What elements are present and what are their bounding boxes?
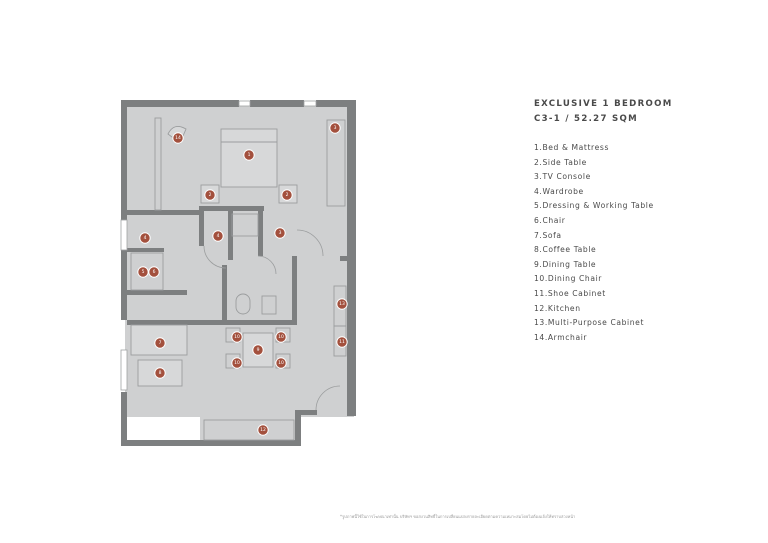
legend-item: 2.Side Table <box>534 157 587 167</box>
marker-circle <box>281 189 293 201</box>
marker-10: 10 <box>275 357 287 369</box>
marker-label: 13 <box>339 301 345 307</box>
marker-label: 5 <box>142 269 145 275</box>
footnote: *รูปภาพนี้ใช้ในการโฆษณาเท่านั้น บริษัทฯ … <box>340 514 576 519</box>
marker-label: 9 <box>257 347 260 353</box>
legend-item: 10.Dining Chair <box>534 274 603 284</box>
legend-item: 3.TV Console <box>534 172 591 182</box>
marker-3: 3 <box>329 122 341 134</box>
legend-item: 5.Dressing & Working Table <box>534 201 654 211</box>
marker-circle <box>275 357 287 369</box>
marker-4: 4 <box>212 230 224 242</box>
toilet-outline <box>235 293 251 315</box>
marker-7: 7 <box>154 337 166 349</box>
door-swings <box>203 229 341 411</box>
marker-circle <box>274 227 286 239</box>
marker-3: 3 <box>274 227 286 239</box>
legend-item: 11.Shoe Cabinet <box>534 288 606 298</box>
marker-label: 10 <box>234 360 240 366</box>
marker-circle <box>243 149 255 161</box>
legend-item: 12.Kitchen <box>534 303 581 313</box>
shower-outline <box>231 213 259 237</box>
marker-circle <box>231 331 243 343</box>
marker-2: 2 <box>281 189 293 201</box>
marker-label: 3 <box>279 230 282 236</box>
marker-circle <box>275 331 287 343</box>
interior-walls <box>127 206 297 325</box>
outer-walls <box>121 100 356 446</box>
marker-label: 1 <box>248 152 251 158</box>
kitchen-floor <box>200 412 297 444</box>
marker-label: 7 <box>159 340 162 346</box>
legend-item: 9.Dining Table <box>534 259 597 269</box>
legend-item: 6.Chair <box>534 215 566 225</box>
marker-10: 10 <box>231 331 243 343</box>
marker-circle <box>154 367 166 379</box>
marker-9: 9 <box>252 344 264 356</box>
marker-4: 4 <box>139 232 151 244</box>
marker-circle <box>139 232 151 244</box>
marker-12: 12 <box>257 424 269 436</box>
marker-6: 6 <box>148 266 160 278</box>
marker-label: 10 <box>234 334 240 340</box>
legend-item: 1.Bed & Mattress <box>534 143 609 152</box>
marker-label: 11 <box>339 339 345 345</box>
marker-circle <box>204 189 216 201</box>
marker-5: 5 <box>137 266 149 278</box>
marker-13: 13 <box>336 298 348 310</box>
marker-10: 10 <box>275 331 287 343</box>
windows <box>120 100 317 391</box>
marker-label: 14 <box>175 135 181 141</box>
marker-label: 12 <box>260 427 266 433</box>
marker-circle <box>137 266 149 278</box>
marker-label: 6 <box>153 269 156 275</box>
marker-circle <box>212 230 224 242</box>
marker-11: 11 <box>336 336 348 348</box>
marker-10: 10 <box>231 357 243 369</box>
marker-label: 3 <box>334 125 337 131</box>
marker-label: 10 <box>278 360 284 366</box>
marker-label: 4 <box>217 233 220 239</box>
kitchen-counter-outline <box>203 419 295 441</box>
legend-item: 14.Armchair <box>534 332 588 342</box>
tv-console-outline <box>154 117 162 211</box>
marker-label: 10 <box>278 334 284 340</box>
legend-item: 8.Coffee Table <box>534 245 597 255</box>
wardrobe-outline <box>326 119 346 207</box>
marker-8: 8 <box>154 367 166 379</box>
marker-circle <box>172 132 184 144</box>
marker-circle <box>329 122 341 134</box>
marker-circle <box>336 298 348 310</box>
marker-circle <box>257 424 269 436</box>
marker-label: 2 <box>209 192 212 198</box>
unit-size: C3-1 / 52.27 SQM <box>534 114 638 124</box>
marker-circle <box>336 336 348 348</box>
marker-label: 2 <box>286 192 289 198</box>
basin-outline <box>261 295 277 315</box>
dressing-table-outline <box>130 252 164 291</box>
marker-circle <box>148 266 160 278</box>
legend-item: 7.Sofa <box>534 230 562 240</box>
marker-circle <box>231 357 243 369</box>
unit-title: EXCLUSIVE 1 BEDROOM <box>534 99 673 109</box>
legend-item: 13.Multi-Purpose Cabinet <box>534 318 645 328</box>
marker-circle <box>252 344 264 356</box>
marker-label: 4 <box>144 235 147 241</box>
marker-14: 14 <box>172 132 184 144</box>
marker-2: 2 <box>204 189 216 201</box>
furniture-legend: 1.Bed & Mattress 2.Side Table 3.TV Conso… <box>534 141 654 345</box>
marker-label: 8 <box>159 370 162 376</box>
legend-item: 4.Wardrobe <box>534 186 584 196</box>
marker-circle <box>154 337 166 349</box>
marker-1: 1 <box>243 149 255 161</box>
